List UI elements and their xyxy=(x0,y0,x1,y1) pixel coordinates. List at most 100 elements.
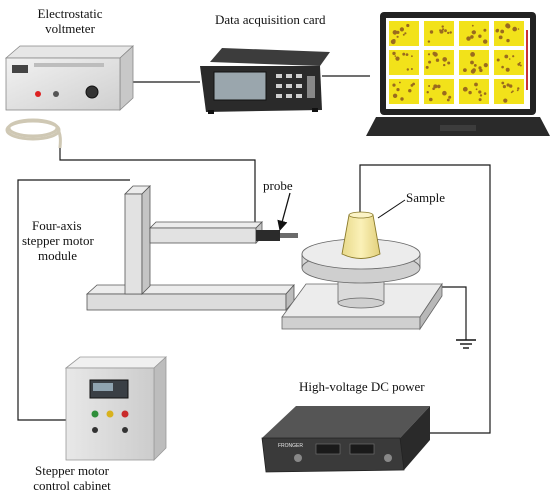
label-electrostatic-voltmeter: Electrostatic voltmeter xyxy=(25,6,115,36)
wire-module-to-cabinet xyxy=(17,179,130,421)
heatmap-spot xyxy=(470,52,475,57)
heatmap-spot xyxy=(441,25,444,28)
label-sample: Sample xyxy=(406,190,445,205)
stepper-control-cabinet xyxy=(64,356,168,461)
label-four-axis-line2: stepper motor xyxy=(22,233,94,248)
probe-tip xyxy=(280,233,298,238)
heatmap-spot xyxy=(437,84,441,89)
heatmap-spot xyxy=(506,38,510,43)
heatmap-spot xyxy=(402,52,406,56)
hv-top xyxy=(262,406,430,438)
heatmap-spot xyxy=(479,68,483,73)
heatmap-spot xyxy=(447,31,450,35)
laptop xyxy=(366,12,550,136)
heatmap-spot xyxy=(510,91,513,94)
heatmap-spot xyxy=(443,63,446,67)
heatmap-spot xyxy=(495,29,499,33)
sample-cup xyxy=(341,214,381,259)
heatmap-spot xyxy=(500,29,505,34)
heatmap-spot xyxy=(429,30,434,34)
label-electrostatic-voltmeter-line2: voltmeter xyxy=(45,21,95,36)
heatmap-spot xyxy=(396,88,399,91)
heatmap-spot xyxy=(517,63,521,66)
heatmap-spot xyxy=(516,89,519,92)
heatmap-spot xyxy=(475,88,478,91)
heatmap-spot xyxy=(471,31,474,34)
heatmap-spot xyxy=(498,35,503,40)
daq-foot-right xyxy=(312,108,318,112)
heatmap-spot xyxy=(509,84,513,88)
heatmap-spot xyxy=(470,69,476,74)
voltmeter-panel-strip xyxy=(34,63,104,67)
heatmap-spot xyxy=(508,58,511,60)
heatmap-spot xyxy=(399,81,401,84)
heatmap-spot xyxy=(392,83,396,87)
heatmap-spot xyxy=(444,29,447,33)
heatmap-spot xyxy=(429,97,433,102)
label-control-cabinet-line2: control cabinet xyxy=(33,478,111,493)
label-probe: probe xyxy=(263,178,293,193)
heatmap-spot xyxy=(505,67,510,72)
sample-cup-top xyxy=(348,211,374,219)
label-control-cabinet-line1: Stepper motor xyxy=(34,463,109,478)
stage-plate-side xyxy=(419,282,443,331)
four-axis-stepper-module xyxy=(85,185,295,312)
heatmap-spot xyxy=(392,93,398,99)
heatmap-spot xyxy=(392,30,398,35)
heatmap-spot xyxy=(517,28,520,30)
cabinet-display-screen xyxy=(93,383,113,391)
heatmap-spot xyxy=(406,68,409,71)
hv-knob-icon xyxy=(294,454,302,462)
heatmap-spot xyxy=(412,82,415,86)
heatmap-spot xyxy=(392,51,396,56)
heatmap-spot xyxy=(399,27,404,32)
ground-icon xyxy=(456,339,476,349)
heatmap-spot xyxy=(471,24,474,27)
heatmap-spot xyxy=(519,64,522,67)
cabinet-switch-icon xyxy=(122,427,128,433)
hv-dc-power-supply: FRONGER xyxy=(261,406,430,473)
heatmap-spot xyxy=(503,98,508,103)
heatmap-spot xyxy=(408,89,412,93)
hv-knob-icon xyxy=(384,454,392,462)
heatmap-spot xyxy=(427,40,431,43)
heatmap-spot xyxy=(463,86,468,92)
heatmap-spot xyxy=(433,84,438,89)
heatmap-thumbnail xyxy=(389,79,419,104)
label-electrostatic-voltmeter-line1: Electrostatic xyxy=(37,6,103,21)
cabinet-side xyxy=(153,356,167,461)
heatmap-thumbnail xyxy=(459,79,489,104)
label-control-cabinet: Stepper motor control cabinet xyxy=(17,463,127,493)
label-hv-dc-power: High-voltage DC power xyxy=(299,379,425,394)
heatmap-spot xyxy=(390,39,396,45)
cabinet-button-yellow-icon xyxy=(106,410,114,418)
heatmap-spot xyxy=(426,91,429,94)
heatmap-spot xyxy=(396,35,399,38)
label-four-axis-line1: Four-axis xyxy=(32,218,82,233)
wire-voltmeter-to-probe xyxy=(59,148,256,233)
heatmap-spot xyxy=(474,82,478,87)
heatmap-spot xyxy=(435,58,440,62)
heatmap-spot xyxy=(478,90,482,94)
probe xyxy=(256,192,298,241)
heatmap-spot xyxy=(506,24,511,29)
sample-stage xyxy=(281,238,443,331)
heatmap-spot xyxy=(402,33,405,36)
heatmap-colorbar xyxy=(526,30,528,90)
heatmap-spot xyxy=(496,58,500,62)
stage-plate-front xyxy=(281,316,421,330)
module-arm-top xyxy=(149,221,263,229)
hv-side xyxy=(400,406,430,470)
heatmap-spot xyxy=(483,92,487,95)
hv-meter-left xyxy=(315,443,341,455)
voltmeter-display xyxy=(12,65,28,73)
heatmap-spot xyxy=(446,98,450,102)
heatmap-spot xyxy=(470,35,474,39)
heatmap-spot xyxy=(400,97,404,101)
heatmap-spot xyxy=(478,98,482,102)
sample-pointer-line xyxy=(377,199,406,219)
cabinet-top xyxy=(64,356,168,369)
wire-stage-to-ground xyxy=(440,286,467,340)
heatmap-spot xyxy=(448,95,452,99)
heatmap-spot xyxy=(396,30,400,34)
